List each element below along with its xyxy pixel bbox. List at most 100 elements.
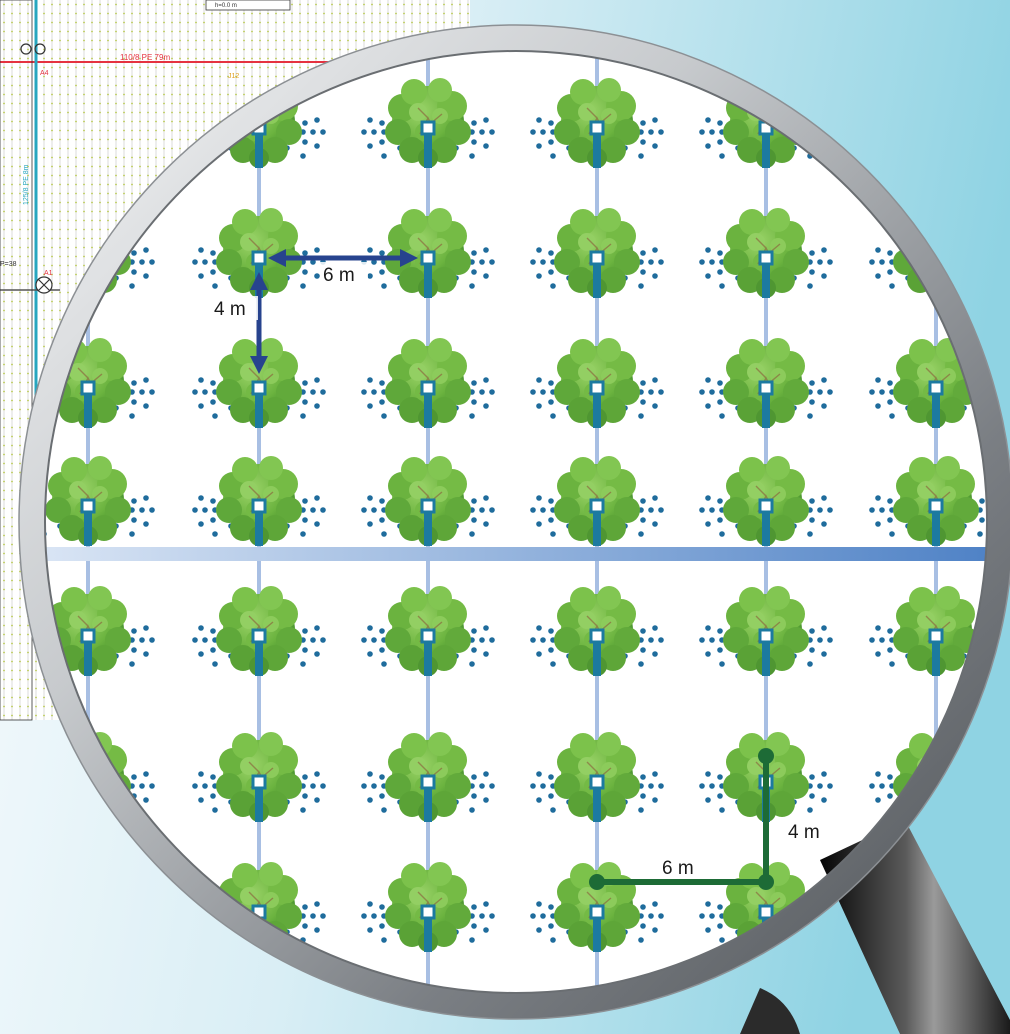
emitter-dot	[548, 793, 554, 799]
emitter-dot	[320, 783, 326, 789]
emitter-dot	[143, 651, 149, 657]
emitter-dot	[709, 259, 715, 265]
emitter-dot	[809, 628, 815, 634]
emitter-dot	[640, 380, 646, 386]
emitter-dot	[379, 904, 385, 910]
emitter-dot	[471, 120, 477, 126]
emitter-dot	[379, 139, 385, 145]
emitter-square-icon	[420, 904, 436, 920]
emitter-dot	[302, 904, 308, 910]
emitter-dot	[314, 651, 320, 657]
emitter-dot	[887, 517, 893, 523]
emitter-dot	[320, 637, 326, 643]
emitter-dot	[809, 774, 815, 780]
emitter-dot	[540, 389, 546, 395]
cad-info-box	[205, 0, 291, 11]
emitter-dot	[809, 517, 815, 523]
emitter-dot	[809, 399, 815, 405]
emitter-dot	[469, 807, 475, 813]
emitter-dot	[367, 901, 373, 907]
emitter-dot	[821, 247, 827, 253]
emitter-dot	[705, 143, 711, 149]
emitter-dot	[379, 498, 385, 504]
emitter-dot	[536, 771, 542, 777]
emitter-dot	[143, 771, 149, 777]
emitter-dot	[536, 143, 542, 149]
drip-stem	[424, 388, 432, 428]
emitter-dot	[536, 495, 542, 501]
emitter-dot	[548, 380, 554, 386]
emitter-dot	[821, 495, 827, 501]
emitter-dot	[821, 625, 827, 631]
emitter-dot	[302, 250, 308, 256]
emitter-dot	[827, 507, 833, 513]
emitter-dot	[548, 774, 554, 780]
blue-spacing-indicator: 6 m 4 m	[212, 249, 418, 374]
emitter-dot	[550, 531, 556, 537]
tree-with-emitters	[699, 207, 833, 298]
emitter-dot	[875, 797, 881, 803]
emitter-dot	[887, 793, 893, 799]
emitter-dot	[131, 517, 137, 523]
emitter-square-icon	[928, 628, 944, 644]
drip-stem	[255, 506, 263, 546]
emitter-dot	[210, 269, 216, 275]
emitter-dot	[875, 495, 881, 501]
emitter-dot	[198, 247, 204, 253]
emitter-dot	[658, 389, 664, 395]
emitter-dot	[705, 403, 711, 409]
emitter-dot	[817, 389, 823, 395]
emitter-square-icon	[420, 120, 436, 136]
emitter-dot	[719, 661, 725, 667]
emitter-dot	[699, 507, 705, 513]
emitter-dot	[469, 937, 475, 943]
tree-with-emitters	[192, 337, 326, 428]
emitter-dot	[314, 377, 320, 383]
emitter-dot	[717, 904, 723, 910]
emitter-dot	[129, 531, 135, 537]
emitter-dot	[210, 628, 216, 634]
emitter-dot	[717, 120, 723, 126]
emitter-dot	[536, 901, 542, 907]
tree-with-emitters	[530, 731, 664, 822]
emitter-dot	[483, 771, 489, 777]
emitter-dot	[821, 403, 827, 409]
emitter-dot	[302, 517, 308, 523]
emitter-dot	[198, 377, 204, 383]
emitter-dot	[821, 651, 827, 657]
emitter-dot	[699, 913, 705, 919]
emitter-dot	[719, 531, 725, 537]
emitter-dot	[699, 783, 705, 789]
emitter-dot	[192, 507, 198, 513]
emitter-dot	[709, 783, 715, 789]
drip-stem	[593, 506, 601, 546]
drip-stem	[84, 506, 92, 546]
emitter-dot	[379, 269, 385, 275]
emitter-dot	[489, 259, 495, 265]
emitter-dot	[483, 403, 489, 409]
emitter-dot	[320, 913, 326, 919]
emitter-dot	[483, 625, 489, 631]
green-vertical-spacing-label: 4 m	[788, 822, 820, 843]
emitter-dot	[131, 498, 137, 504]
emitter-dot	[131, 647, 137, 653]
emitter-dot	[379, 923, 385, 929]
emitter-dot	[149, 783, 155, 789]
emitter-dot	[361, 913, 367, 919]
emitter-dot	[198, 495, 204, 501]
emitter-dot	[887, 380, 893, 386]
drip-stem	[255, 782, 263, 822]
emitter-dot	[471, 774, 477, 780]
emitter-dot	[807, 531, 813, 537]
emitter-dot	[310, 783, 316, 789]
emitter-dot	[540, 637, 546, 643]
drip-stem	[762, 636, 770, 676]
pressure-label: P=38	[0, 261, 17, 268]
emitter-dot	[192, 389, 198, 395]
emitter-dot	[379, 399, 385, 405]
emitter-dot	[640, 498, 646, 504]
emitter-dot	[489, 389, 495, 395]
emitter-dot	[540, 783, 546, 789]
emitter-dot	[827, 637, 833, 643]
emitter-dot	[640, 139, 646, 145]
